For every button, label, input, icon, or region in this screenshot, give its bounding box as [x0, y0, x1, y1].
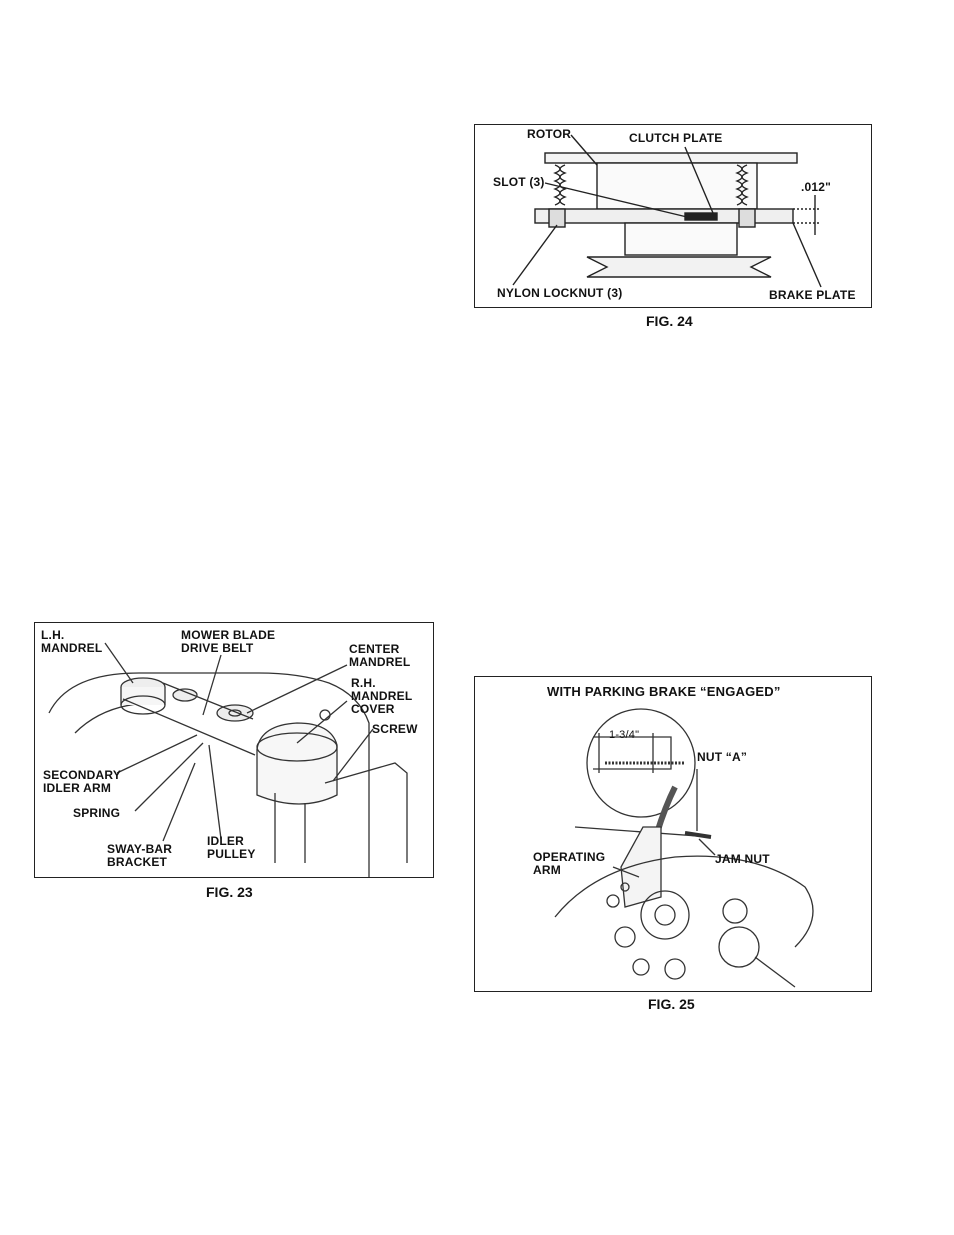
figure-25-caption: FIG. 25 — [648, 996, 695, 1012]
figure-23-mandrels: L.H. MANDREL MOWER BLADE DRIVE BELT CENT… — [34, 622, 434, 878]
label-sway-bar-bracket: SWAY-BAR BRACKET — [107, 843, 172, 869]
figure-24-clutch: ROTOR CLUTCH PLATE SLOT (3) .012" NYLON … — [474, 124, 872, 308]
parking-brake-illustration — [475, 677, 871, 991]
label-slot: SLOT (3) — [493, 176, 545, 189]
label-operating-arm: OPERATING ARM — [533, 851, 605, 877]
label-rh-mandrel-cover: R.H. MANDREL COVER — [351, 677, 412, 716]
figure-24-caption: FIG. 24 — [646, 313, 693, 329]
figure-25-title: WITH PARKING BRAKE “ENGAGED” — [547, 685, 781, 698]
figure-25-parking-brake: WITH PARKING BRAKE “ENGAGED” 1-3/4" NUT … — [474, 676, 872, 992]
label-brake-plate: BRAKE PLATE — [769, 289, 856, 302]
label-idler-pulley: IDLER PULLEY — [207, 835, 256, 861]
clutch-brake-illustration — [475, 125, 871, 307]
label-gap: .012" — [801, 181, 831, 194]
label-clutch-plate: CLUTCH PLATE — [629, 132, 723, 145]
label-jam-nut: JAM NUT — [715, 853, 770, 866]
label-secondary-idler-arm: SECONDARY IDLER ARM — [43, 769, 121, 795]
label-screw: SCREW — [372, 723, 418, 736]
label-nut-a: NUT “A” — [697, 751, 747, 764]
label-nylon-locknut: NYLON LOCKNUT (3) — [497, 287, 622, 300]
label-rotor: ROTOR — [527, 128, 571, 141]
label-center-mandrel: CENTER MANDREL — [349, 643, 410, 669]
label-dimension: 1-3/4" — [609, 729, 639, 742]
label-mower-blade-drive-belt: MOWER BLADE DRIVE BELT — [181, 629, 275, 655]
figure-23-caption: FIG. 23 — [206, 884, 253, 900]
label-spring: SPRING — [73, 807, 120, 820]
label-lh-mandrel: L.H. MANDREL — [41, 629, 102, 655]
